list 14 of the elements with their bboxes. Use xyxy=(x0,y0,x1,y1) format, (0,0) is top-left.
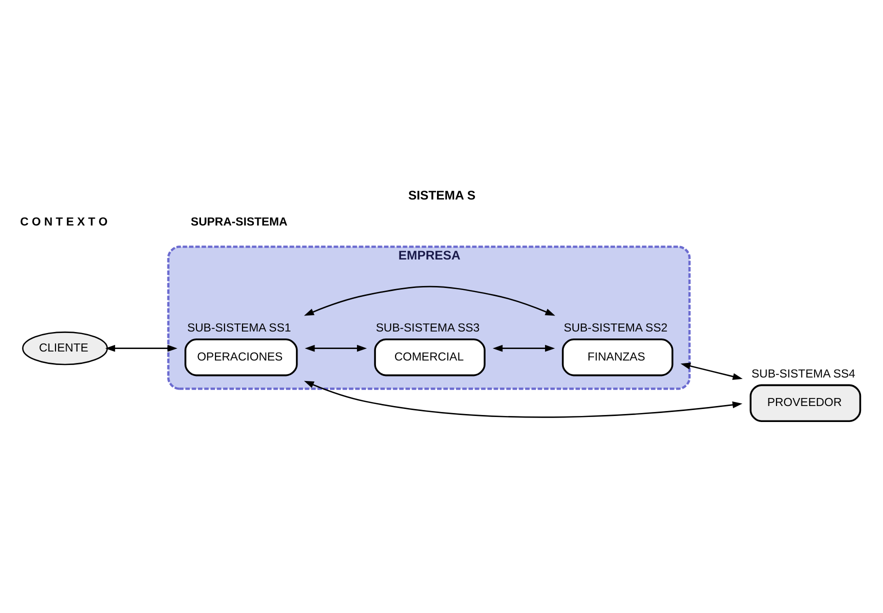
node-label: SUB-SISTEMA SS2 xyxy=(564,321,668,334)
node-ellipse: CLIENTE xyxy=(22,330,108,365)
diagram-title: SISTEMA S xyxy=(408,188,476,202)
arrow xyxy=(492,344,555,352)
arrow xyxy=(105,344,178,352)
label: SUPRA-SISTEMA xyxy=(190,215,288,228)
arrow xyxy=(304,285,556,316)
arrow xyxy=(304,344,367,352)
node-label: SUB-SISTEMA SS1 xyxy=(187,321,291,334)
arrow xyxy=(680,362,743,380)
node-label: SUB-SISTEMA SS4 xyxy=(752,366,856,380)
arrow xyxy=(304,380,742,418)
node-label: SUB-SISTEMA SS3 xyxy=(376,321,480,334)
label: C O N T E X T O xyxy=(20,215,108,228)
